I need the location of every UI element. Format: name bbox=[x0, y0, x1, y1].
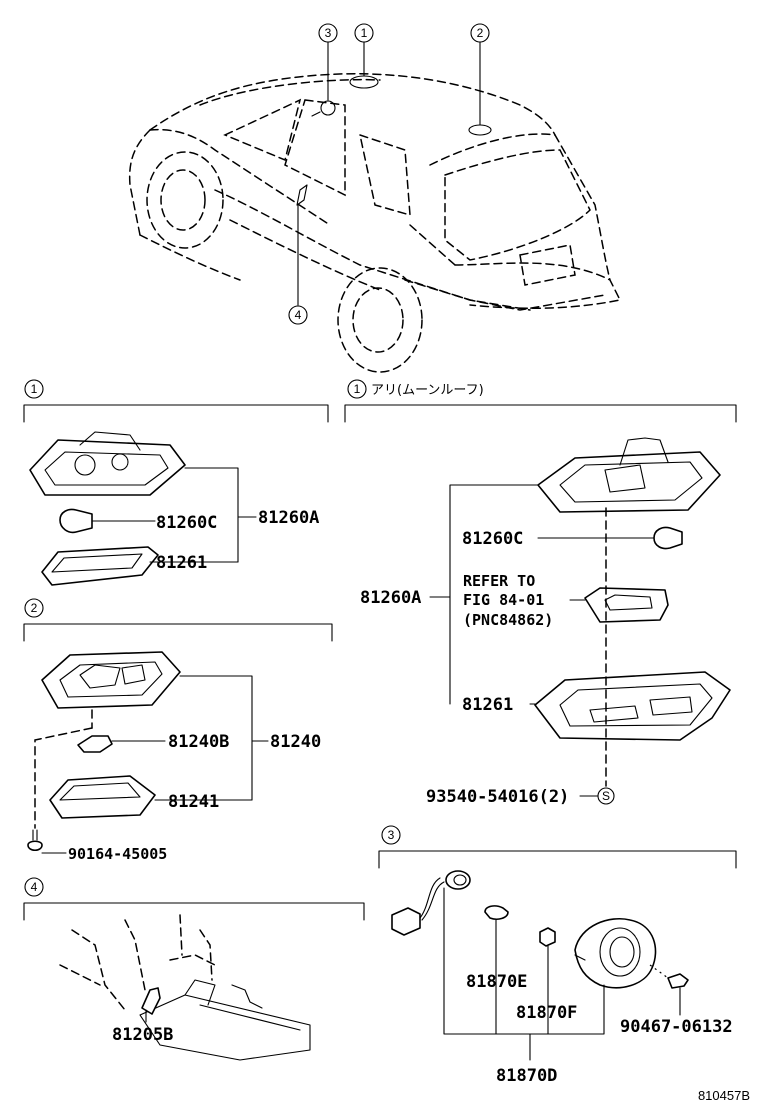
section-1-moonroof-parts: S bbox=[429, 437, 731, 805]
refer-line-2: FIG 84-01 bbox=[463, 591, 544, 609]
label-81260C-right: 81260C bbox=[462, 529, 523, 549]
moonroof-note: アリ(ムーンルーフ) bbox=[371, 383, 484, 398]
label-81260A-right: 81260A bbox=[360, 588, 421, 608]
section-1-parts bbox=[29, 431, 257, 586]
figure-id: 810457B bbox=[698, 1088, 750, 1103]
callout-2-top: 2 bbox=[470, 23, 490, 43]
label-90164-45005: 90164-45005 bbox=[68, 845, 167, 863]
svg-text:1: 1 bbox=[361, 26, 368, 40]
svg-text:4: 4 bbox=[295, 308, 302, 322]
screw-symbol: S bbox=[602, 789, 610, 803]
label-81240B: 81240B bbox=[168, 732, 229, 752]
section-4-header: 4 bbox=[23, 877, 365, 921]
section-2-parts bbox=[27, 651, 269, 854]
svg-text:2: 2 bbox=[31, 601, 38, 615]
label-81261-left: 81261 bbox=[156, 553, 207, 573]
label-81260A-left: 81260A bbox=[258, 508, 319, 528]
label-81240: 81240 bbox=[270, 732, 321, 752]
svg-text:4: 4 bbox=[31, 880, 38, 894]
label-81870D: 81870D bbox=[496, 1066, 557, 1086]
section-3-parts bbox=[391, 870, 689, 1061]
section-1-header: 1 bbox=[23, 379, 329, 423]
label-81205B: 81205B bbox=[112, 1025, 173, 1045]
refer-line-3: (PNC84862) bbox=[463, 611, 553, 629]
svg-text:2: 2 bbox=[477, 26, 484, 40]
car-illustration bbox=[128, 41, 622, 373]
label-81870F: 81870F bbox=[516, 1003, 577, 1023]
svg-text:1: 1 bbox=[31, 382, 38, 396]
label-81260C-left: 81260C bbox=[156, 513, 217, 533]
callout-3-top: 3 bbox=[318, 23, 338, 43]
label-81261-right: 81261 bbox=[462, 695, 513, 715]
callout-4-top: 4 bbox=[288, 305, 308, 325]
svg-text:1: 1 bbox=[354, 382, 361, 396]
label-81241: 81241 bbox=[168, 792, 219, 812]
label-81870E: 81870E bbox=[466, 972, 527, 992]
section-4-parts bbox=[59, 914, 311, 1061]
callout-1-top: 1 bbox=[354, 23, 374, 43]
section-2-header: 2 bbox=[23, 598, 333, 642]
section-3-header: 3 bbox=[378, 825, 737, 869]
label-93540-54016: 93540-54016(2) bbox=[426, 787, 569, 807]
label-90467-06132: 90467-06132 bbox=[620, 1017, 733, 1037]
section-1-moonroof-header: 1 アリ(ムーンルーフ) bbox=[344, 379, 737, 423]
refer-line-1: REFER TO bbox=[463, 572, 535, 590]
svg-text:3: 3 bbox=[325, 26, 332, 40]
svg-text:3: 3 bbox=[388, 828, 395, 842]
